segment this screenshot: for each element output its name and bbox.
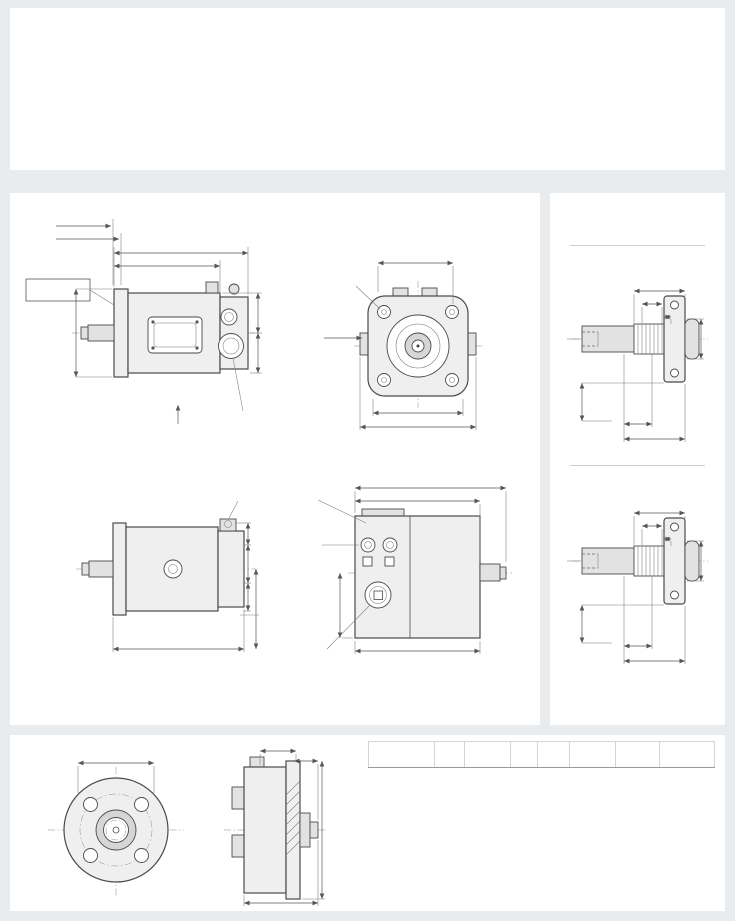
s4-shaft-drawing [567, 288, 708, 442]
front-view [324, 260, 484, 430]
mounting-flange-profile [285, 760, 301, 900]
bolt-hole [445, 305, 459, 319]
side-view-2 [76, 500, 259, 652]
pilot [299, 812, 311, 848]
gauge-port [382, 537, 398, 553]
divider [570, 465, 705, 466]
col-header-a3 [537, 741, 570, 768]
gauge-port [360, 537, 376, 553]
drain-port [163, 559, 183, 579]
pump-dimension-drawings [25, 219, 512, 654]
flange-pilot [684, 318, 700, 360]
s5-shaft-drawing [567, 510, 708, 664]
s4-geometry [572, 295, 708, 383]
spline-section [633, 545, 665, 577]
front-view-dimensions [324, 260, 477, 430]
rear-view-dimensions [317, 485, 507, 654]
drive-shafts-panel [550, 193, 725, 725]
s5-dimensions [567, 510, 704, 664]
side-view [25, 219, 262, 424]
pump-body-profile [243, 766, 287, 894]
bolt-hole [83, 848, 98, 863]
mounting-flange [112, 522, 127, 616]
valve-block [217, 530, 245, 608]
drive-shaft [87, 324, 115, 342]
side-view-2-dimensions [112, 500, 259, 652]
bolt-hole [377, 373, 391, 387]
s4-dimensions [567, 288, 704, 442]
col-header-a2 [510, 741, 538, 768]
col-header-a6 [659, 741, 715, 768]
pump-body-rear [354, 515, 481, 639]
pump-side-section-view [224, 748, 328, 906]
col-header-ng [434, 741, 465, 768]
bolt-hole [83, 797, 98, 812]
flange-pilot [684, 540, 700, 582]
a-dimensions-panel [10, 735, 725, 911]
bolt-hole [377, 305, 391, 319]
flange-front-view [48, 760, 184, 897]
spec-table [368, 741, 715, 768]
col-header-a1 [464, 741, 511, 768]
col-header-a4 [569, 741, 616, 768]
divider [570, 245, 705, 246]
spline-section [633, 323, 665, 355]
col-header-short-desciption [368, 741, 435, 768]
drive-shaft [88, 560, 114, 578]
mounting-pad [147, 316, 203, 354]
port-s [218, 333, 244, 359]
s5-geometry [572, 517, 708, 605]
port-b [364, 581, 392, 609]
shaft-stub [309, 821, 319, 839]
side-view-geometry [72, 281, 262, 378]
title-section [10, 8, 725, 170]
bolt-hole [134, 797, 149, 812]
table-header-row [368, 741, 715, 768]
side-view-2-geometry [76, 518, 256, 616]
page-title [10, 8, 725, 24]
a-dimension-drawings [48, 748, 328, 906]
mounting-flange [113, 288, 129, 378]
shaft-end [479, 563, 501, 582]
dimension-drawings-panel [10, 193, 540, 725]
bolt-hole [134, 848, 149, 863]
bolt-hole [445, 373, 459, 387]
rear-view [317, 485, 512, 654]
front-view-geometry [354, 281, 484, 408]
rear-view-geometry [348, 508, 512, 639]
col-header-a5 [615, 741, 660, 768]
side-view-dimensions [25, 219, 262, 424]
